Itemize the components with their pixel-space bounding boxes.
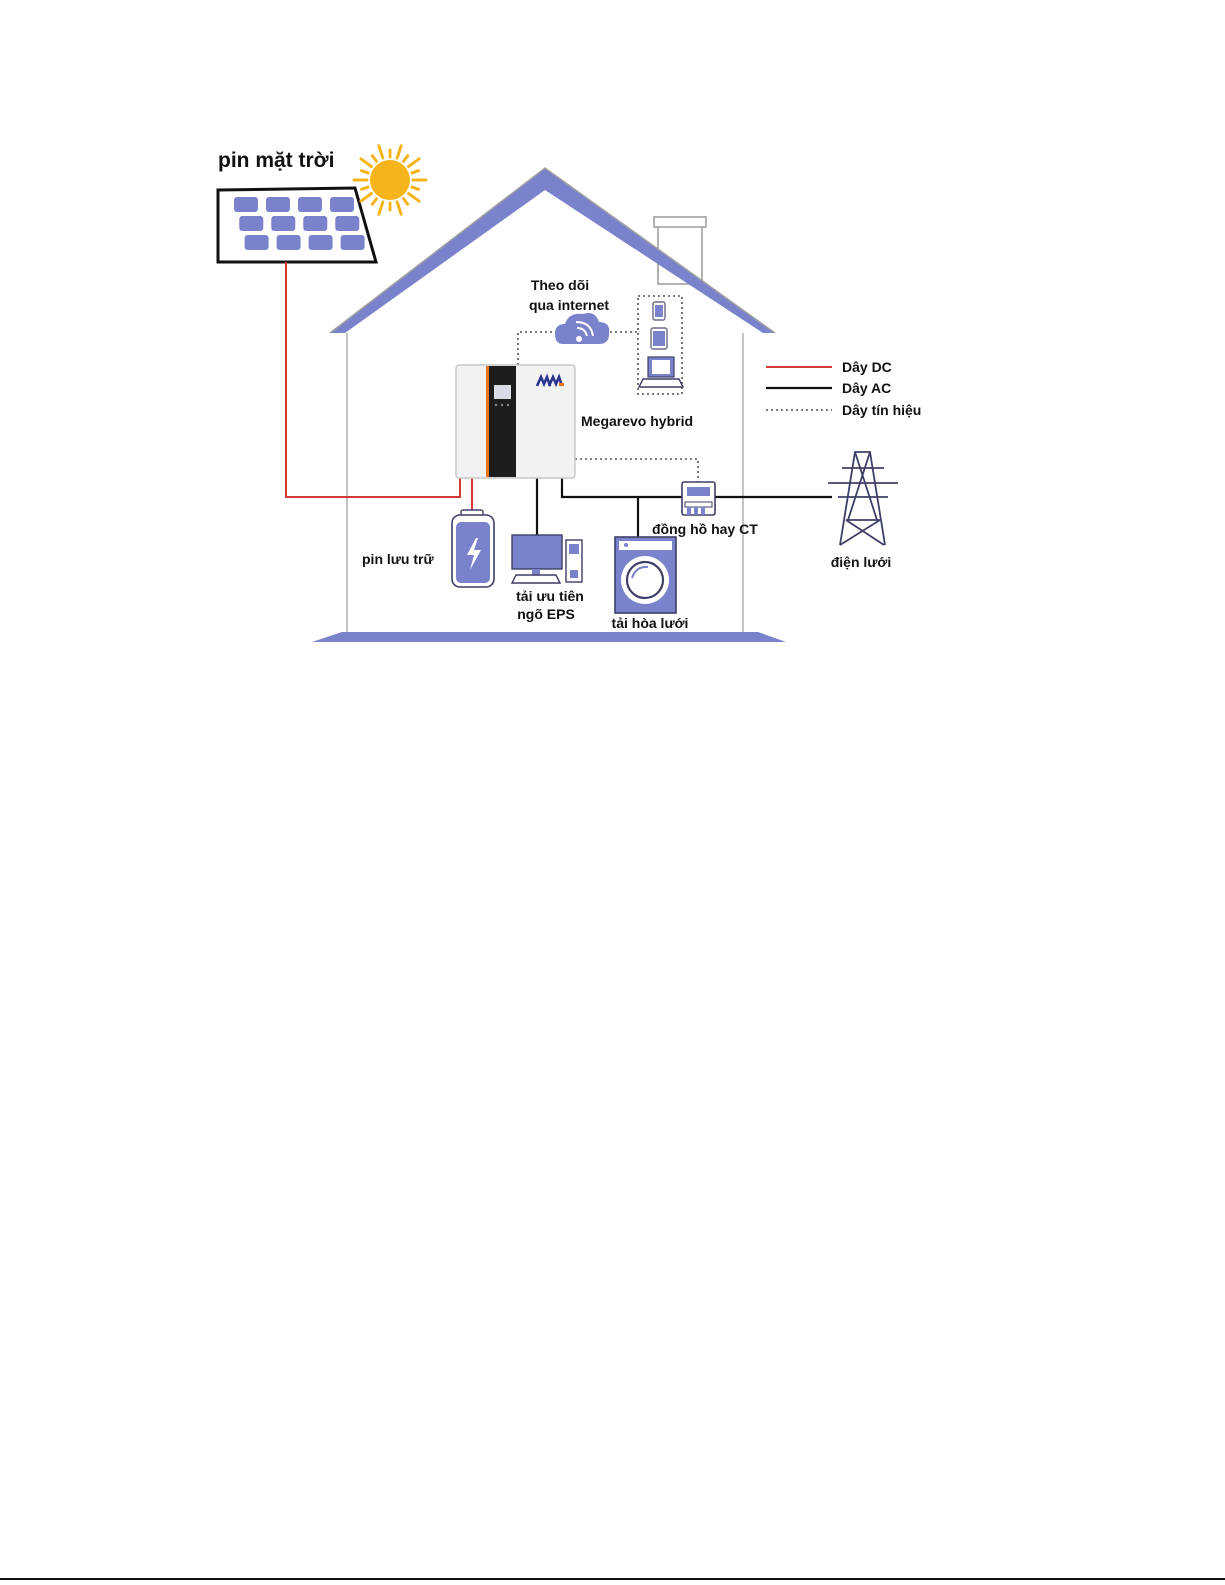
phone-icon bbox=[653, 302, 665, 320]
inverter-unit bbox=[456, 365, 575, 478]
sun-ray bbox=[372, 199, 376, 205]
solar-cell bbox=[309, 235, 333, 250]
solar-cell bbox=[266, 197, 290, 212]
legend-item-signal: Dây tín hiệu bbox=[766, 402, 921, 418]
signal-wire-meter bbox=[575, 459, 698, 482]
sun-ray bbox=[379, 202, 383, 214]
floor bbox=[312, 632, 786, 642]
legend-item-ac: Dây AC bbox=[766, 380, 891, 396]
sun-ray bbox=[361, 194, 372, 202]
legend-label-dc: Dây DC bbox=[842, 359, 892, 375]
tablet-icon bbox=[651, 328, 667, 349]
pylon-icon bbox=[828, 452, 898, 545]
sun-ray bbox=[361, 187, 368, 189]
label-monitoring-line1: Theo dõi bbox=[531, 277, 589, 293]
inverter-panel bbox=[489, 366, 516, 477]
sun-ray bbox=[397, 146, 401, 158]
computer-icon bbox=[512, 535, 582, 583]
solar-cell bbox=[239, 216, 263, 231]
solar-cell bbox=[298, 197, 322, 212]
label-solar-panel: pin mặt trời bbox=[218, 149, 334, 172]
washing-machine-icon bbox=[615, 537, 676, 613]
inverter-display bbox=[494, 385, 511, 399]
legend-label-signal: Dây tín hiệu bbox=[842, 402, 921, 418]
legend: Dây DC Dây AC Dây tín hiệu bbox=[766, 359, 921, 418]
sun-icon bbox=[354, 146, 426, 214]
cloud-wifi-icon bbox=[555, 313, 609, 344]
sun-ray bbox=[404, 156, 408, 162]
sun-ray bbox=[361, 171, 368, 173]
legend-item-dc: Dây DC bbox=[766, 359, 892, 375]
label-grid: điện lưới bbox=[831, 554, 892, 570]
sun-ray bbox=[409, 194, 420, 202]
solar-cell bbox=[271, 216, 295, 231]
sun-ray bbox=[361, 159, 372, 167]
solar-cell bbox=[330, 197, 354, 212]
label-eps-load-line2: ngõ EPS bbox=[517, 606, 575, 622]
solar-cell bbox=[277, 235, 301, 250]
label-battery: pin lưu trữ bbox=[362, 551, 434, 567]
sun-ray bbox=[412, 187, 419, 189]
page-bottom-rule bbox=[0, 1578, 1225, 1580]
sun-ray bbox=[409, 159, 420, 167]
chimney-cap bbox=[654, 217, 706, 227]
label-grid-load: tải hòa lưới bbox=[612, 615, 689, 631]
dc-wire-solar bbox=[286, 262, 460, 497]
label-inverter: Megarevo hybrid bbox=[581, 413, 693, 429]
sun-ray bbox=[404, 199, 408, 205]
battery-icon bbox=[452, 510, 494, 587]
solar-cell bbox=[245, 235, 269, 250]
sun-ray bbox=[412, 171, 419, 173]
sun-ray bbox=[379, 146, 383, 158]
meter-icon bbox=[682, 482, 715, 515]
solar-panel bbox=[218, 188, 376, 262]
laptop-icon bbox=[639, 357, 683, 387]
label-eps-load-line1: tải ưu tiên bbox=[516, 588, 584, 604]
solar-cell bbox=[335, 216, 359, 231]
label-meter: đồng hồ hay CT bbox=[652, 521, 758, 537]
label-monitoring-line2: qua internet bbox=[529, 297, 609, 313]
solar-cell bbox=[303, 216, 327, 231]
legend-label-ac: Dây AC bbox=[842, 380, 891, 396]
sun-ray bbox=[372, 156, 376, 162]
solar-cell bbox=[341, 235, 365, 250]
inverter-stripe bbox=[486, 366, 489, 477]
sun-ray bbox=[397, 202, 401, 214]
solar-cell bbox=[234, 197, 258, 212]
